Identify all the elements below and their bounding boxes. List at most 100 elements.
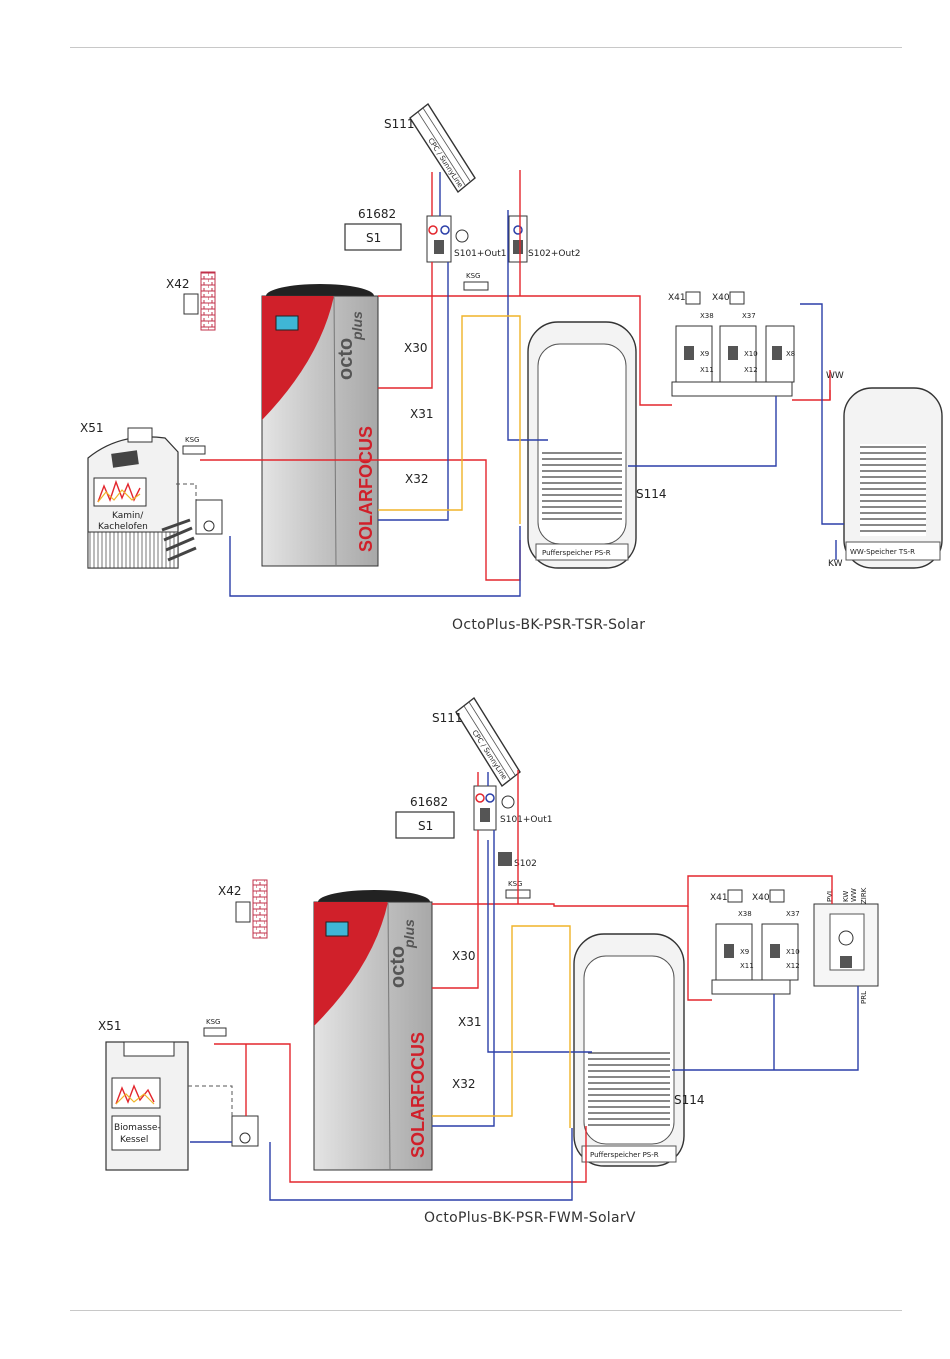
fwm-kw: KW	[842, 891, 850, 902]
octoplus-boiler: SOLARFOCUS octo plus	[261, 284, 379, 567]
stove-label-2-2: Kessel	[120, 1135, 148, 1145]
boiler-model-b-2: plus	[401, 919, 417, 949]
fresh-water-module	[813, 903, 879, 987]
room-x41: X41	[668, 293, 686, 303]
port-x32: X32	[405, 472, 429, 486]
bottom-rule	[70, 1310, 902, 1311]
octoplus-boiler-2: SOLARFOCUS octo plus	[313, 890, 433, 1171]
cold-pipes-2	[190, 772, 859, 1201]
stove-id: X51	[80, 421, 104, 435]
dashed-link-2	[188, 1085, 233, 1116]
controller-number-2: 61682	[410, 795, 448, 809]
collector-sensor-label: S111	[384, 117, 415, 131]
diagram-2: CPC / SunnyLine S111 61682 S1 S101+Out1 …	[98, 696, 879, 1226]
hot-pipes-1	[200, 170, 831, 581]
port-x32-2: X32	[452, 1077, 476, 1091]
collector-sensor-label-2: S111	[432, 711, 463, 725]
boiler-brand-2: SOLARFOCUS	[408, 1032, 428, 1158]
heating-circuits-2	[711, 923, 799, 995]
station-2-1-label: S101+Out1	[500, 815, 552, 825]
biomass-boiler: Biomasse- Kessel	[105, 1041, 189, 1171]
fwm-zirk: ZIRK	[860, 887, 868, 904]
dashed-link-1	[176, 483, 197, 500]
mixer-x8: X8	[786, 350, 795, 358]
valve-s102	[498, 852, 512, 866]
boiler-model-b: plus	[349, 311, 365, 341]
mixer-x12-2: X12	[786, 962, 800, 970]
expansion-vessel-icon-2	[501, 795, 515, 809]
loading-unit-2	[231, 1115, 259, 1147]
boiler-brand: SOLARFOCUS	[356, 426, 376, 552]
mixer-x12: X12	[744, 366, 758, 374]
circuit-x38-2: X38	[738, 910, 752, 918]
controller-number: 61682	[358, 207, 396, 221]
station-1-label: S101+Out1	[454, 249, 506, 259]
diagram-1: CPC / SunnyLine S111 61682 S1 S101+Out1 …	[80, 102, 943, 633]
caption-1: OctoPlus-BK-PSR-TSR-Solar	[452, 617, 645, 633]
outdoor-sensor-icon-2	[235, 901, 251, 923]
port-x30-2: X30	[452, 949, 476, 963]
controller-label: S1	[366, 231, 381, 245]
ksg-2b: KSG	[508, 880, 522, 888]
circuit-x37: X37	[742, 312, 756, 320]
mixer-x10: X10	[744, 350, 758, 358]
station-2-2-label: S102	[514, 859, 537, 869]
dhw-kw: KW	[828, 559, 843, 569]
mixer-x9-2: X9	[740, 948, 749, 956]
dhw-ww: WW	[826, 371, 844, 381]
mixer-x11: X11	[700, 366, 714, 374]
caption-2: OctoPlus-BK-PSR-FWM-SolarV	[424, 1210, 636, 1226]
fireplace-stove: Kamin/ Kachelofen	[87, 427, 197, 569]
wall-icon-2	[252, 879, 268, 939]
ksg-1a: KSG	[185, 436, 199, 444]
ksg-1b: KSG	[466, 272, 480, 280]
cold-pipes-1	[229, 172, 844, 597]
port-x30: X30	[404, 341, 428, 355]
outdoor-sensor-icon	[183, 293, 199, 315]
solar-pipes-2	[432, 925, 571, 1128]
wall-sensor-label: X42	[166, 277, 190, 291]
stove-id-2: X51	[98, 1019, 122, 1033]
fwm-pvl: PVL	[826, 889, 834, 902]
buffer-sensor-2: S114	[674, 1093, 705, 1107]
fwm-ww: WW	[850, 888, 858, 902]
expansion-vessel-icon	[455, 229, 469, 243]
dhw-tank: WW-Speicher TS-R	[843, 387, 943, 569]
room-x40-2: X40	[752, 893, 770, 903]
station-2-label: S102+Out2	[528, 249, 580, 259]
port-x31: X31	[410, 407, 434, 421]
ksg-2a: KSG	[206, 1018, 220, 1026]
controller-box-2	[395, 811, 455, 839]
solar-station-1	[426, 215, 452, 263]
buffer-label-1: Pufferspeicher PS-R	[542, 549, 611, 557]
boiler-model-a-2: octo	[387, 946, 409, 988]
buffer-tank-2: Pufferspeicher PS-R	[573, 933, 685, 1167]
circuit-x37-2: X37	[786, 910, 800, 918]
solar-pipes-1	[378, 315, 521, 524]
buffer-tank-1: Pufferspeicher PS-R	[527, 321, 637, 569]
hot-pipes-2	[214, 770, 833, 1183]
room-x40: X40	[712, 293, 730, 303]
port-x31-2: X31	[458, 1015, 482, 1029]
solar-collector: CPC / SunnyLine	[409, 102, 476, 194]
solar-station-2	[508, 215, 528, 263]
fwm-prl: PRL	[860, 991, 868, 1004]
dhw-label: WW-Speicher TS-R	[850, 548, 915, 556]
heating-circuits-1	[671, 325, 795, 397]
room-x41-2: X41	[710, 893, 728, 903]
controller-label-2: S1	[418, 819, 433, 833]
top-rule	[70, 47, 902, 48]
mixer-x9: X9	[700, 350, 709, 358]
wall-icon	[200, 271, 216, 331]
stove-label-2-1: Biomasse-	[114, 1123, 161, 1133]
mixer-x10-2: X10	[786, 948, 800, 956]
boiler-model-a: octo	[335, 338, 357, 380]
mixer-x11-2: X11	[740, 962, 754, 970]
stove-label-2: Kachelofen	[98, 522, 148, 532]
buffer-sensor-1: S114	[636, 487, 667, 501]
stove-label-1: Kamin/	[112, 511, 144, 521]
circuit-x38: X38	[700, 312, 714, 320]
wall-sensor-label-2: X42	[218, 884, 242, 898]
controller-box	[344, 223, 402, 251]
